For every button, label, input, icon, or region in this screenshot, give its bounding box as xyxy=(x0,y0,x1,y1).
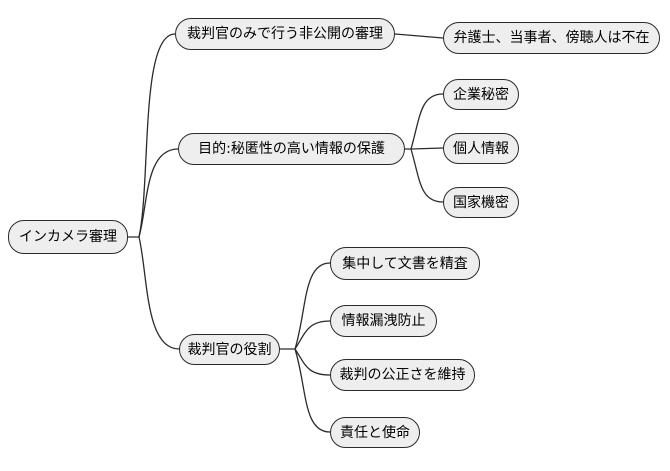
edge-role-to-scrutiny xyxy=(294,262,331,350)
edge-role-to-leak xyxy=(294,320,331,350)
edge-role-to-fairness xyxy=(294,348,331,376)
node-label: 情報漏洩防止 xyxy=(341,313,426,329)
edge-role-to-mission xyxy=(294,348,331,433)
edge-root-to-role xyxy=(138,236,180,350)
node-label: インカメラ審理 xyxy=(19,229,117,245)
edge-root-to-hearing xyxy=(138,33,176,238)
node-label: 目的:秘匿性の高い情報の保護 xyxy=(198,141,385,157)
node-prevent-information-leak[interactable]: 情報漏洩防止 xyxy=(330,305,437,337)
node-label: 裁判の公正さを維持 xyxy=(339,367,466,383)
node-scrutinize-documents[interactable]: 集中して文書を精査 xyxy=(330,247,480,280)
node-root-in-camera-hearing[interactable]: インカメラ審理 xyxy=(8,220,128,254)
node-label: 裁判官の役割 xyxy=(187,341,272,358)
edge-root-to-purpose xyxy=(138,148,179,238)
node-label: 弁護士、当事者、傍聴人は不在 xyxy=(453,30,650,46)
node-state-secrets[interactable]: 国家機密 xyxy=(443,187,519,218)
edge-purpose-to-corporate xyxy=(410,93,444,150)
node-label: 裁判官のみで行う非公開の審理 xyxy=(187,26,383,42)
node-label: 企業秘密 xyxy=(453,86,509,103)
node-no-lawyers-parties-spectators[interactable]: 弁護士、当事者、傍聴人は不在 xyxy=(443,22,660,54)
node-purpose-protect-confidential-info[interactable]: 目的:秘匿性の高い情報の保護 xyxy=(178,133,405,165)
node-label: 集中して文書を精査 xyxy=(342,255,468,272)
node-personal-information[interactable]: 個人情報 xyxy=(443,133,519,164)
node-label: 責任と使命 xyxy=(340,424,410,441)
node-judges-only-closed-hearing[interactable]: 裁判官のみで行う非公開の審理 xyxy=(175,18,395,50)
node-maintain-trial-fairness[interactable]: 裁判の公正さを維持 xyxy=(330,359,475,391)
node-label: 国家機密 xyxy=(453,194,509,211)
node-label: 個人情報 xyxy=(453,140,509,157)
edge-purpose-to-state xyxy=(410,148,444,203)
edge-purpose-to-personal xyxy=(410,147,444,150)
node-judge-role[interactable]: 裁判官の役割 xyxy=(179,334,280,365)
node-corporate-secrets[interactable]: 企業秘密 xyxy=(443,79,519,110)
node-responsibility-and-mission[interactable]: 責任と使命 xyxy=(330,417,420,448)
edge-hearing-to-absent xyxy=(394,33,444,39)
